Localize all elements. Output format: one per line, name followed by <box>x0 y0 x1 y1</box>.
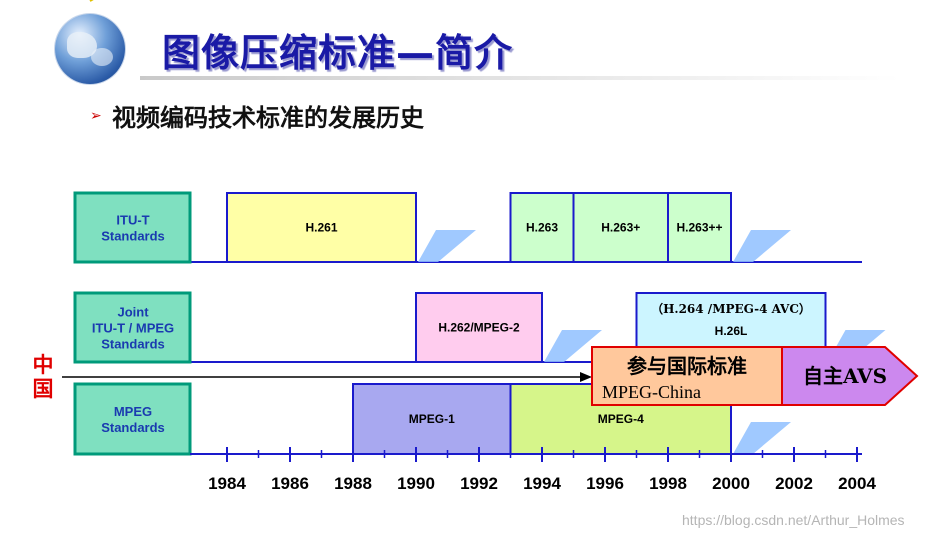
standard-block <box>667 192 732 263</box>
year-label: 2002 <box>775 474 813 493</box>
watermark: https://blog.csdn.net/Arthur_Holmes <box>682 512 905 528</box>
standard-label: MPEG-4 <box>598 412 644 426</box>
row-label-text: Standards <box>101 337 165 352</box>
standard-sublabel: H.26L <box>715 324 748 338</box>
year-label: 1998 <box>649 474 687 493</box>
standard-label: H.261 <box>305 221 337 235</box>
row-label-box-joint <box>73 291 192 364</box>
row-label-text: ITU-T <box>116 213 149 228</box>
china-label-char: 国 <box>33 376 54 401</box>
row-label-text: Joint <box>117 305 149 320</box>
row-label-text: MPEG <box>114 404 152 419</box>
bullet-arrow-icon: ➢ <box>90 107 102 123</box>
year-label: 1988 <box>334 474 372 493</box>
timeline-wedge <box>418 230 476 262</box>
standard-label: H.262/MPEG-2 <box>438 321 520 335</box>
row-label-text: ITU-T / MPEG <box>92 321 174 336</box>
avs-label: 自主AVS <box>803 364 887 388</box>
row-label-text: Standards <box>101 420 165 435</box>
standard-block <box>226 192 417 263</box>
china-label-char: 中 <box>33 352 54 377</box>
standard-label: H.263+ <box>601 221 640 235</box>
china-box-line2: MPEG-China <box>602 382 701 402</box>
china-box-line1: 参与国际标准 <box>627 354 747 378</box>
year-label: 2000 <box>712 474 750 493</box>
subtitle: 视频编码技术标准的发展历史 <box>112 103 424 132</box>
row-label-box-mpeg <box>73 382 192 456</box>
title-underline <box>140 76 900 80</box>
china-arrow-head <box>580 372 592 382</box>
year-label: 1990 <box>397 474 435 493</box>
timeline-wedge <box>733 230 791 262</box>
row-label-box-itut <box>73 191 192 264</box>
year-label: 1994 <box>523 474 561 493</box>
standard-block <box>352 383 512 455</box>
china-participation-box <box>591 346 783 406</box>
standard-label: MPEG-1 <box>409 412 455 426</box>
timeline-wedge <box>733 422 791 454</box>
year-label: 1996 <box>586 474 624 493</box>
year-label: 1992 <box>460 474 498 493</box>
standard-block <box>415 292 543 363</box>
standard-label: H.263++ <box>676 221 722 235</box>
standard-block <box>509 192 575 263</box>
year-label: 1986 <box>271 474 309 493</box>
timeline-wedge <box>544 330 602 362</box>
standard-label: （H.264 /MPEG-4 AVC） <box>651 301 811 316</box>
year-label: 1984 <box>208 474 246 493</box>
globe-logo <box>55 14 125 84</box>
standard-label: H.263 <box>526 221 558 235</box>
avs-arrow <box>781 346 919 406</box>
year-label: 2004 <box>838 474 876 493</box>
page-title: 图像压缩标准—简介 <box>162 31 514 75</box>
row-label-text: Standards <box>101 229 165 244</box>
